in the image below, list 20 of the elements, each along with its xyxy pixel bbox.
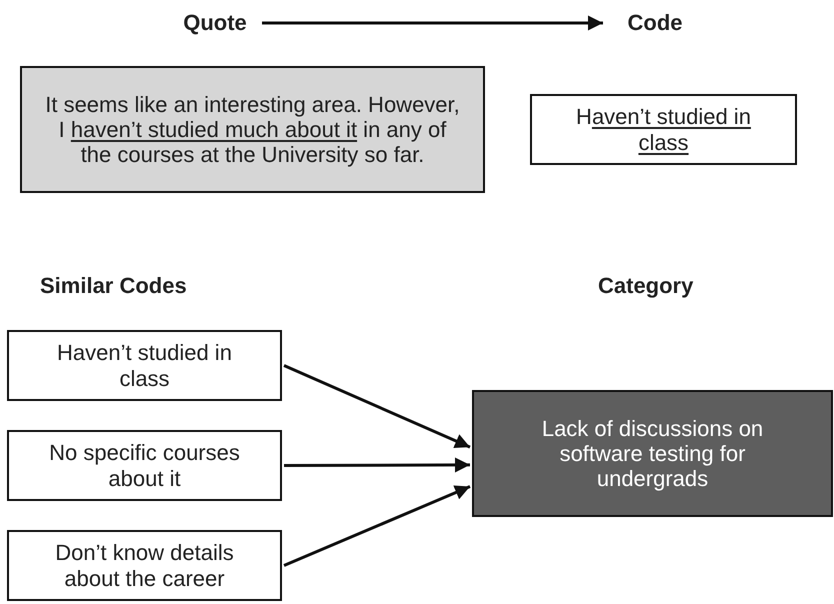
heading-text: Code <box>628 10 682 36</box>
box-text: It seems like an interesting area. However, I haven’t studied much about it in any of the courses at the University so far. <box>44 92 461 168</box>
category-box <box>472 390 833 517</box>
arrow <box>262 16 603 30</box>
code-box <box>530 94 797 165</box>
box-text: Haven’t studied in class <box>56 340 233 391</box>
code-box <box>7 430 282 501</box>
heading-text: Quote <box>183 10 247 36</box>
box-text: Haven’t studied in class <box>575 104 752 155</box>
heading-text: Category <box>598 273 694 299</box>
arrow <box>283 364 471 449</box>
arrow <box>283 485 471 567</box>
box-text: Don’t know details about the career <box>54 540 235 591</box>
box-text: Lack of discussions on software testing for undergrads <box>540 416 764 492</box>
code-box <box>7 530 282 601</box>
arrow <box>284 457 470 472</box>
box-text: No specific courses about it <box>48 440 241 491</box>
quote-box <box>20 66 485 193</box>
heading-text: Similar Codes <box>40 273 187 299</box>
code-box <box>7 330 282 401</box>
